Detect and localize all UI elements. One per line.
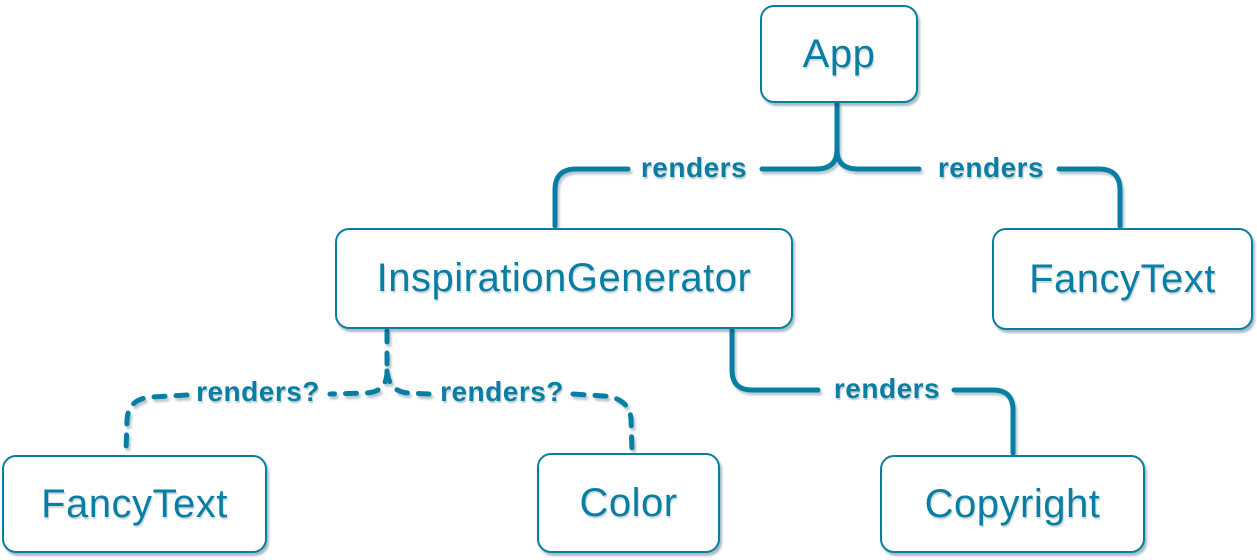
edge-inspiration-to-color-b	[570, 391, 635, 454]
edge-label-app-to-fancytext: renders	[937, 152, 1045, 183]
node-copyright: Copyright	[880, 455, 1145, 553]
node-color-label: Color	[579, 480, 678, 525]
edge-inspiration-to-fancytext-a	[327, 368, 390, 397]
edge-inspiration-to-color-a	[384, 368, 432, 397]
edge-label-inspiration-to-copyright: renders	[833, 373, 941, 404]
node-fancy-text-top: FancyText	[992, 228, 1253, 330]
edge-app-to-fancytext-b	[1056, 166, 1123, 229]
node-inspiration-generator: InspirationGenerator	[335, 228, 793, 329]
node-app: App	[760, 5, 918, 103]
node-inspiration-generator-label: InspirationGenerator	[376, 256, 752, 300]
node-color: Color	[537, 453, 720, 553]
edge-label-inspiration-to-color: renders?	[440, 376, 564, 407]
node-fancy-text-bottom: FancyText	[2, 455, 267, 553]
edge-app-to-inspiration-a	[759, 101, 840, 172]
edge-inspiration-to-copyright-b	[951, 387, 1016, 456]
node-fancy-text-bottom-label: FancyText	[41, 481, 228, 526]
edge-app-to-inspiration-b	[552, 166, 631, 229]
edge-label-inspiration-to-fancytext: renders?	[196, 376, 320, 407]
edge-app-to-fancytext-a	[834, 147, 922, 172]
node-fancy-text-top-label: FancyText	[1029, 256, 1216, 301]
edge-inspiration-to-fancytext-b	[123, 392, 190, 454]
edge-label-app-to-inspiration: renders	[640, 152, 748, 183]
edge-inspiration-to-copyright-a	[729, 327, 821, 393]
node-copyright-label: Copyright	[924, 481, 1101, 526]
node-app-label: App	[802, 31, 876, 76]
